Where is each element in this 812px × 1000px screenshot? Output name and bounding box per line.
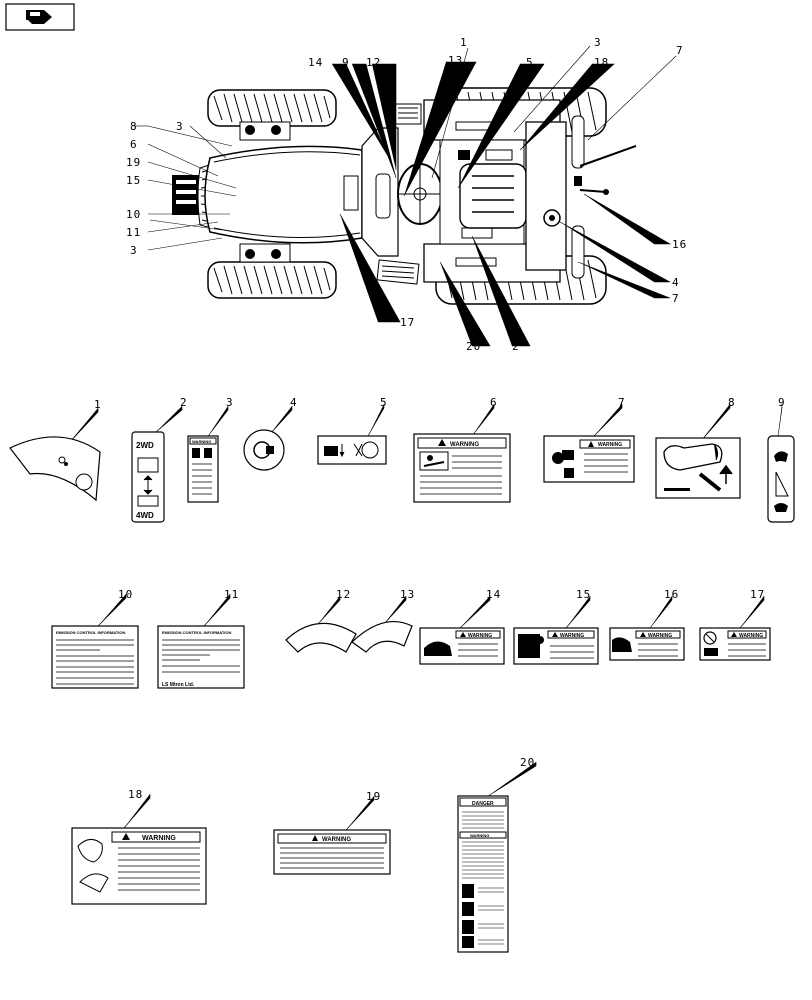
callout-7a-top: 7 [676, 44, 684, 57]
decal-19-warning-text: WARNING [322, 837, 351, 843]
decal-20: 20 DANGER WARNING [457, 756, 537, 953]
flip-page-icon [26, 10, 52, 24]
decal-1: 1 [9, 398, 102, 502]
callout-8: 8 [728, 396, 736, 409]
decal-11-title: EMISSION CONTROL INFORMATION [162, 630, 232, 635]
callout-3a-top: 3 [594, 36, 602, 49]
callout-19-top: 19 [126, 156, 141, 169]
callout-14-top: 14 [308, 56, 323, 69]
decal-2-4wd-text: 4WD [136, 511, 154, 520]
callout-2-top: 2 [512, 340, 520, 353]
decal-16: 16 WARNING [609, 588, 685, 661]
callout-3: 3 [226, 396, 234, 409]
decal-13: 13 [351, 588, 415, 653]
callout-17-top: 17 [400, 316, 415, 329]
callout-4: 4 [290, 396, 298, 409]
callout-6-top: 6 [130, 138, 138, 151]
decal-16-warning-text: WARNING [648, 633, 672, 639]
callout-20: 20 [520, 756, 535, 769]
tractor-top-view [172, 87, 637, 305]
callout-18-top: 18 [594, 56, 609, 69]
callout-5-top: 5 [526, 56, 534, 69]
decal-15-warning-text: WARNING [560, 633, 584, 639]
callout-12-top: 12 [366, 56, 381, 69]
callout-11: 11 [224, 588, 239, 601]
callout-15-top: 15 [126, 174, 141, 187]
decal-6: 6 WARNING [413, 396, 511, 503]
callout-5: 5 [380, 396, 388, 409]
callout-1-top: 1 [460, 36, 468, 49]
callout-9-top: 9 [342, 56, 350, 69]
decal-19: 19 WARNING [273, 790, 391, 875]
decal-10-title: EMISSION CONTROL INFORMATION [56, 630, 126, 635]
decal-18-warning-text: WARNING [142, 835, 176, 842]
callout-numbers-top: 1 13 14 9 12 3 5 18 7 8 3 6 19 15 10 11 … [126, 36, 687, 353]
decal-6-warning-text: WARNING [450, 442, 479, 448]
decal-4: 4 [243, 396, 298, 471]
decal-20-danger-text: DANGER [472, 801, 494, 807]
callout-4-top: 4 [672, 276, 680, 289]
decal-18: 18 WARNING [71, 788, 207, 905]
callout-6: 6 [490, 396, 498, 409]
callout-20-top: 20 [466, 340, 481, 353]
decal-11: 11 EMISSION CONTROL INFORMATION LS Mtron… [157, 588, 245, 689]
decal-17: 17 WARNING [699, 588, 771, 661]
decal-7-warning-text: WARNING [598, 442, 622, 448]
callout-3c-top: 3 [130, 244, 138, 257]
callout-19: 19 [366, 790, 381, 803]
decal-2-2wd-text: 2WD [136, 441, 154, 450]
callout-16: 16 [664, 588, 679, 601]
callout-14: 14 [486, 588, 501, 601]
callout-10: 10 [118, 588, 133, 601]
decal-2: 2 2WD 4WD [131, 396, 188, 523]
callout-3b-top: 3 [176, 120, 184, 133]
decal-3: 3 WARNING [187, 396, 234, 503]
decal-14: 14 WARNING [419, 588, 505, 665]
callout-7: 7 [618, 396, 626, 409]
decal-5: 5 [317, 396, 388, 465]
decal-3-warning-text: WARNING [192, 439, 211, 444]
decal-17-warning-text: WARNING [739, 633, 763, 639]
callout-10-top: 10 [126, 208, 141, 221]
callout-13: 13 [400, 588, 415, 601]
leader-lines [134, 45, 677, 347]
front-right-wheel [207, 261, 337, 299]
decal-8: 8 [655, 396, 741, 499]
nav-button[interactable] [5, 3, 75, 31]
callout-17: 17 [750, 588, 765, 601]
decal-7: 7 WARNING [543, 396, 635, 483]
callout-18: 18 [128, 788, 143, 801]
decal-11-maker: LS Mtron Ltd. [162, 682, 195, 688]
front-left-wheel [207, 89, 337, 127]
callout-7b-top: 7 [672, 292, 680, 305]
callout-13-top: 13 [448, 54, 463, 67]
decal-10: 10 EMISSION CONTROL INFORMATION [51, 588, 139, 689]
decal-20-warning-text: WARNING [470, 833, 489, 838]
callout-12: 12 [336, 588, 351, 601]
callout-16-top: 16 [672, 238, 687, 251]
callout-15: 15 [576, 588, 591, 601]
callout-2: 2 [180, 396, 188, 409]
callout-8-top: 8 [130, 120, 138, 133]
callout-1: 1 [94, 398, 102, 411]
decal-12: 12 [285, 588, 357, 653]
decal-9: 9 [767, 396, 795, 523]
decal-15: 15 WARNING [513, 588, 599, 665]
decal-14-warning-text: WARNING [468, 633, 492, 639]
callout-9: 9 [778, 396, 786, 409]
callout-11-top: 11 [126, 226, 141, 239]
